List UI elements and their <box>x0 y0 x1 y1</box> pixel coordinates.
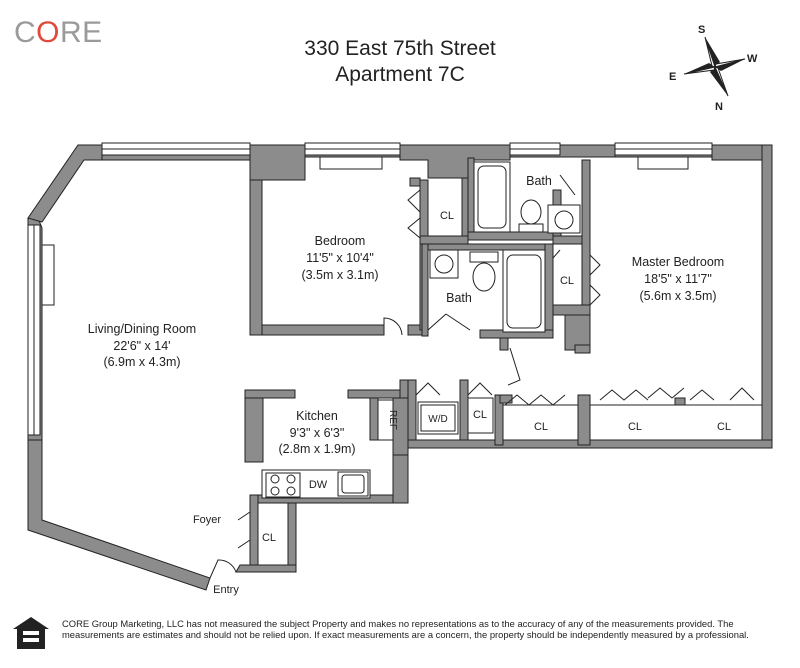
dw-label: DW <box>309 479 328 491</box>
address-line-1: 330 East 75th Street <box>304 37 496 60</box>
windows-top <box>101 142 713 170</box>
kitchen-name: Kitchen <box>296 409 338 423</box>
cl-bedroom-label: CL <box>440 210 454 222</box>
kitchen-dim-ft: 9'3" x 6'3" <box>290 426 345 440</box>
ref-label: REF <box>387 410 398 430</box>
living-dim-ft: 22'6" x 14' <box>113 339 170 353</box>
cl-hall-label: CL <box>473 409 487 421</box>
interior-walls <box>244 157 686 504</box>
windows-left <box>27 224 55 436</box>
kitchen-dim-m: (2.8m x 1.9m) <box>278 442 355 456</box>
bath-top-label: Bath <box>526 174 552 188</box>
master-name: Master Bedroom <box>632 255 724 269</box>
foyer-label: Foyer <box>193 514 221 526</box>
room-labels: Living/Dining Room 22'6" x 14' (6.9m x 4… <box>88 174 724 456</box>
living-name: Living/Dining Room <box>88 322 196 336</box>
cl-entry-label: CL <box>262 532 276 544</box>
doors <box>209 174 755 579</box>
cl-master-label: CL <box>560 275 574 287</box>
compass-icon: S W E N <box>669 24 758 113</box>
cl-bottom1-label: CL <box>534 421 548 433</box>
compass-s: S <box>698 24 705 36</box>
entry-label: Entry <box>213 584 239 596</box>
wd-label: W/D <box>428 414 447 425</box>
cl-bottom2-label: CL <box>628 421 642 433</box>
bath-mid-label: Bath <box>446 291 472 305</box>
compass-n: N <box>715 101 723 113</box>
core-logo: CORE <box>14 16 103 49</box>
bedroom-dim-ft: 11'5" x 10'4" <box>306 251 374 265</box>
address-line-2: Apartment 7C <box>335 63 465 86</box>
disclaimer-text: CORE Group Marketing, LLC has not measur… <box>62 618 749 640</box>
compass-w: W <box>747 53 758 65</box>
bedroom-dim-m: (3.5m x 3.1m) <box>301 268 378 282</box>
bedroom-name: Bedroom <box>315 234 366 248</box>
master-dim-ft: 18'5" x 11'7" <box>644 272 712 286</box>
fixtures <box>261 161 581 499</box>
closet-labels: CL CL CL CL CL CL CL W/D DW Foyer Entry … <box>193 210 731 596</box>
equal-housing-icon <box>12 616 50 650</box>
cl-bottom3-label: CL <box>717 421 731 433</box>
closet-fronts <box>467 397 763 441</box>
master-dim-m: (5.6m x 3.5m) <box>639 289 716 303</box>
compass-e: E <box>669 71 676 83</box>
logo-accent-letter: O <box>36 16 61 49</box>
living-dim-m: (6.9m x 4.3m) <box>103 355 180 369</box>
